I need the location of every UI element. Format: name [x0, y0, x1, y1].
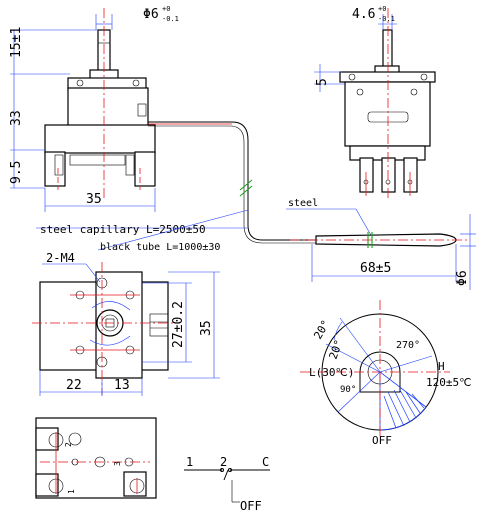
- side-dimensions: 4.6 +0 -0.1 5: [314, 5, 397, 92]
- front-view: [44, 8, 318, 244]
- offset-left: 22: [66, 378, 82, 393]
- terminal-1: [359, 157, 374, 193]
- front-leg-right: [134, 151, 156, 187]
- term-c-label: C: [262, 455, 269, 469]
- high-label: H: [438, 360, 445, 373]
- angle-20b: 20°: [327, 338, 346, 361]
- term-1-label: 1: [186, 455, 193, 469]
- front-dimensions: Φ6 +0 -0.1 15±1 33 9.5 35 steel capillar…: [9, 5, 249, 253]
- shaft-tol-front-lower: -0.1: [162, 15, 179, 23]
- bottom-view: 2 1 3: [35, 417, 157, 499]
- shaft-tol-side-upper: +0: [378, 5, 386, 13]
- top-dimensions: 2-M4 27±0.2 35 22 13: [39, 251, 220, 396]
- angle-20a: 20°: [311, 318, 332, 342]
- bottom-pin-2: 2: [64, 442, 73, 447]
- capillary-label: steel capillary L=2500±50: [40, 223, 206, 236]
- probe-length: 68±5: [360, 261, 391, 276]
- high-temp-label: 120±5℃: [426, 376, 471, 389]
- terminal-3: [403, 157, 418, 193]
- top-view: [32, 262, 175, 395]
- side-body: [344, 81, 431, 147]
- angle-90: 90°: [340, 385, 356, 395]
- shaft-tol-side-lower: -0.1: [378, 15, 395, 23]
- flat-depth: 5: [315, 78, 330, 86]
- bottom-pin-3: 3: [113, 461, 122, 466]
- probe-dia: Φ6: [455, 270, 470, 286]
- capillary-tube: [148, 121, 318, 241]
- low-label: L(30℃): [309, 366, 354, 379]
- wiring-diagram: 1 2 C OFF: [184, 455, 270, 513]
- top-height: 35: [199, 320, 214, 336]
- off-label: OFF: [372, 434, 392, 447]
- mount-spacing: 27±0.2: [171, 301, 186, 348]
- shaft-dia-front: Φ6: [143, 7, 159, 22]
- bottom-pin-1: 1: [67, 489, 76, 494]
- body-height: 33: [9, 110, 24, 126]
- term-2-label: 2: [220, 455, 227, 469]
- terminal-2: [381, 157, 396, 193]
- front-base: [44, 124, 156, 154]
- base-height: 9.5: [9, 161, 24, 184]
- term-off-label: OFF: [240, 499, 262, 513]
- shaft-tol-front-upper: +0: [162, 5, 170, 13]
- side-view: [339, 8, 436, 200]
- dial-scale: 20° 20° 270° L(30℃) H 120±5℃ 90° OFF: [300, 300, 471, 447]
- steel-label: steel: [288, 198, 318, 209]
- offset-right: 13: [114, 378, 130, 393]
- body-width: 35: [86, 192, 102, 207]
- shaft-dia-side: 4.6: [352, 7, 375, 22]
- screws-label: 2-M4: [46, 251, 75, 265]
- black-tube-label: black tube L=1000±30: [100, 242, 220, 253]
- probe-view: steel 68±5 Φ6: [286, 198, 476, 290]
- angle-270: 270°: [396, 340, 420, 351]
- shaft-height: 15±1: [9, 27, 24, 58]
